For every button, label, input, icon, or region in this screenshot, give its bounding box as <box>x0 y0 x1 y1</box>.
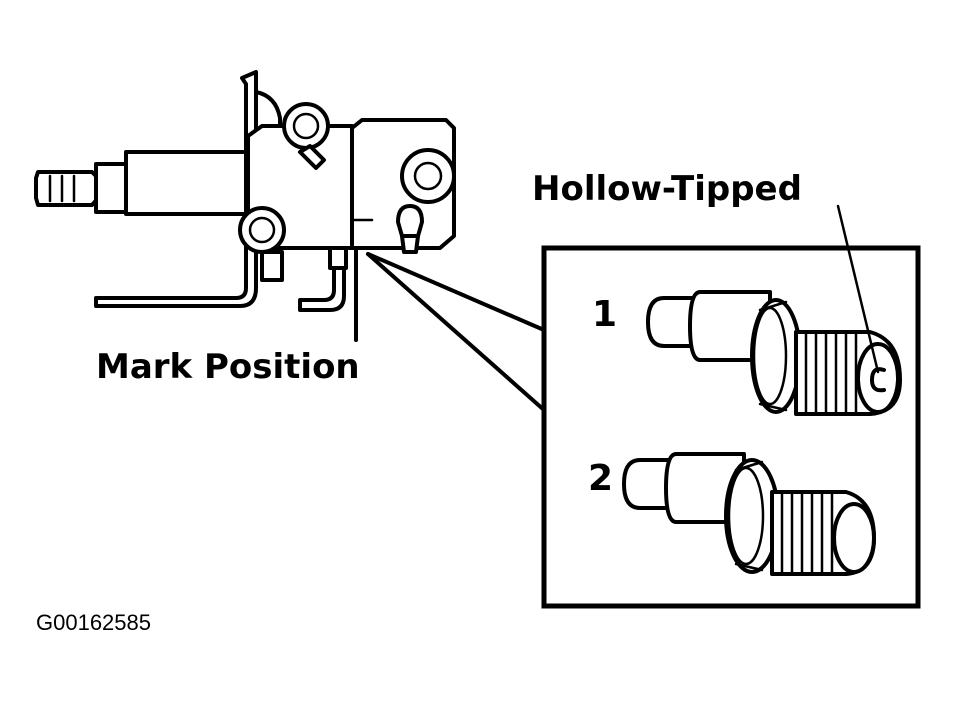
shaft-cylinder <box>124 150 250 216</box>
hollow-tipped-leader <box>836 204 880 374</box>
shaft-tip <box>34 170 102 207</box>
mounting-bracket <box>94 70 258 308</box>
callout-pointer <box>366 252 546 412</box>
sensor-2 <box>622 452 876 576</box>
sensor-1 <box>646 290 902 416</box>
mark-position-label: Mark Position <box>96 347 360 387</box>
valve-assembly <box>34 70 456 342</box>
item-2-label: 2 <box>588 458 613 499</box>
hollow-tipped-label: Hollow-Tipped <box>532 169 802 209</box>
item-1-label: 1 <box>592 294 617 335</box>
figure-id: G00162585 <box>36 610 151 635</box>
